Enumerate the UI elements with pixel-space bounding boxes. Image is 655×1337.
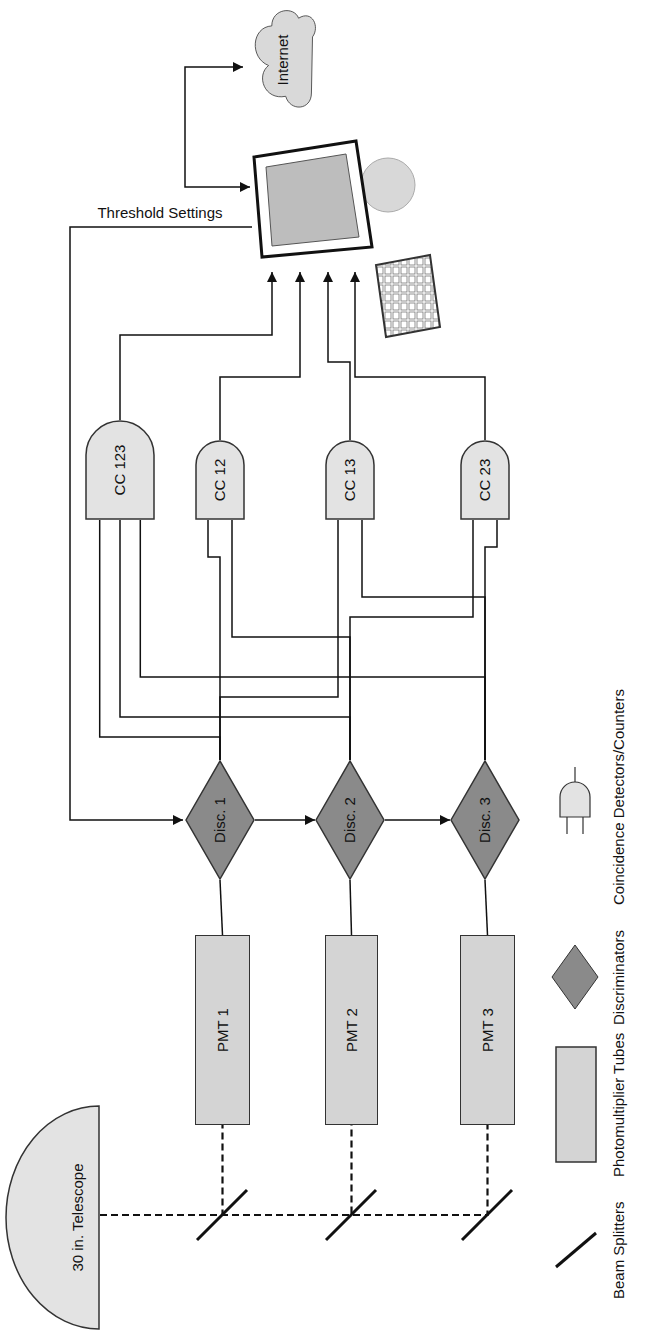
signal-wire [208, 520, 220, 760]
computer-monitor [254, 141, 372, 257]
coincidence-counter: CC 23 [460, 440, 510, 520]
threshold-line [70, 227, 252, 820]
node-label: Disc. 3 [476, 797, 493, 843]
node-label: CC 123 [111, 445, 128, 496]
signal-wire [255, 819, 315, 821]
internet-cloud: Internet [245, 5, 320, 115]
light-path [100, 1125, 223, 1215]
discriminator-diamond-shape [186, 761, 254, 879]
legend-coincidence-pins [567, 767, 583, 834]
signal-wire [232, 520, 350, 760]
light-path [100, 1125, 488, 1215]
discriminator-diamond: Disc. 1 [185, 760, 255, 880]
legend-discriminator [552, 945, 598, 1009]
legend-label: Photomultiplier Tubes [610, 1033, 627, 1177]
coincidence-counter-shape [461, 441, 509, 519]
discriminator-diamond: Disc. 3 [450, 760, 520, 880]
coincidence-counter-shape [196, 441, 244, 519]
internet-cloud-shape [255, 11, 315, 107]
photomultiplier-tube: PMT 3 [460, 935, 515, 1125]
coincidence-counter: CC 123 [85, 420, 155, 520]
counter-output [328, 272, 350, 440]
signal-wire [140, 520, 485, 760]
signal-wire [385, 819, 450, 821]
signal-wire [120, 520, 350, 760]
discriminator-diamond-shape [451, 761, 519, 879]
telescope-shape [6, 1106, 99, 1329]
node-label: PMT 1 [214, 1008, 231, 1052]
node-label: PMT 3 [479, 1008, 496, 1052]
counter-output [220, 272, 300, 440]
monitor-stand [361, 158, 415, 212]
signal-wire [220, 520, 338, 760]
monitor-screen [266, 154, 359, 246]
legend-label: Discriminators [610, 930, 627, 1025]
discriminator-diamond-shape [316, 761, 384, 879]
coincidence-counter: CC 13 [325, 440, 375, 520]
signal-wire [350, 880, 352, 935]
legend-label: Coincidence Detectors/Counters [610, 689, 627, 905]
coincidence-counter-shape [326, 441, 374, 519]
signal-wire [220, 880, 223, 935]
legend-label: Beam Splitters [610, 1201, 627, 1299]
telescope: 30 in. Telescope [5, 1105, 100, 1330]
node-label: PMT 2 [343, 1008, 360, 1052]
legend-pmt [556, 1047, 596, 1162]
node-label: Disc. 1 [211, 797, 228, 843]
signal-wire [485, 520, 497, 760]
signal-label: Threshold Settings [97, 204, 222, 221]
keyboard [376, 255, 440, 337]
node-label: CC 23 [476, 459, 493, 502]
signal-wire [485, 880, 488, 935]
signal-wire [100, 520, 220, 760]
photomultiplier-tube: PMT 1 [195, 935, 250, 1125]
legend-beam-splitter [556, 1233, 596, 1267]
photomultiplier-tube: PMT 2 [325, 935, 378, 1125]
node-label: Disc. 2 [341, 797, 358, 843]
counter-output [120, 272, 272, 420]
internet-link [185, 67, 250, 187]
node-label: CC 13 [341, 459, 358, 502]
light-path [100, 1125, 352, 1215]
discriminator-diamond: Disc. 2 [315, 760, 385, 880]
signal-wire [362, 520, 485, 760]
coincidence-counter-shape [86, 421, 154, 519]
signal-wire [350, 520, 473, 760]
node-label: CC 12 [211, 459, 228, 502]
node-label: 30 in. Telescope [69, 1163, 86, 1271]
legend-coincidence [560, 782, 590, 817]
coincidence-counter: CC 12 [195, 440, 245, 520]
node-label: Internet [274, 35, 291, 86]
